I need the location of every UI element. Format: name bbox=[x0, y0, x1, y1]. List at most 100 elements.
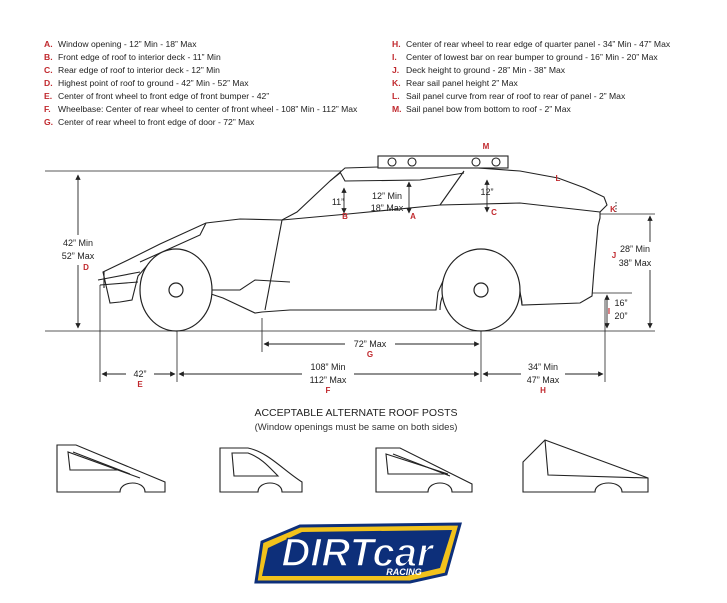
wing-hole bbox=[387, 157, 397, 167]
rear-hub bbox=[473, 282, 489, 298]
legend-row-k: K. Rear sail panel height 2” Max bbox=[392, 77, 722, 90]
key-e: E bbox=[137, 380, 143, 389]
label-bg-i bbox=[612, 297, 634, 323]
legend-letter: F. bbox=[44, 104, 51, 114]
legend-row-h: H. Center of rear wheel to rear edge of q… bbox=[392, 38, 722, 51]
spec-legend-right: H. Center of rear wheel to rear edge of q… bbox=[392, 38, 722, 116]
dim-d-max: 52” Max bbox=[62, 251, 95, 261]
key-d: D bbox=[83, 263, 89, 272]
legend-row-f: F. Wheelbase: Center of rear wheel to cen… bbox=[44, 103, 374, 116]
legend-row-b: B. Front edge of roof to interior deck - … bbox=[44, 51, 374, 64]
legend-row-i: I.Center of lowest bar on rear bumper to… bbox=[392, 51, 722, 64]
door-line bbox=[264, 219, 283, 311]
dim-j-min: 28” Min bbox=[620, 244, 650, 254]
legend-row-c: C. Rear edge of roof to interior deck - 1… bbox=[44, 64, 374, 77]
dim-e-value: 42” bbox=[133, 369, 146, 379]
legend-text: Sail panel curve from rear of roof to re… bbox=[406, 91, 626, 101]
window-post bbox=[439, 170, 465, 206]
legend-text: Rear sail panel height 2” Max bbox=[406, 78, 518, 88]
logo-badge-inner bbox=[262, 530, 452, 576]
roof-post-shape bbox=[522, 439, 649, 493]
logo-wordmark: DIRTcar bbox=[281, 531, 435, 575]
wing-hole bbox=[471, 157, 481, 167]
dim-c-value: 12” bbox=[480, 187, 493, 197]
legend-text: Front edge of roof to interior deck - 11… bbox=[58, 52, 221, 62]
dim-g-value: 72” Max bbox=[354, 339, 387, 349]
alternate-roof-post-4 bbox=[522, 439, 649, 493]
alternate-posts-title: ACCEPTABLE ALTERNATE ROOF POSTS bbox=[254, 407, 457, 419]
wing-plate bbox=[377, 155, 509, 169]
key-l: L bbox=[556, 174, 561, 183]
key-c: C bbox=[491, 208, 497, 217]
dim-h-max: 47” Max bbox=[527, 375, 560, 385]
legend-row-a: A. Window opening - 12” Min - 18” Max bbox=[44, 38, 374, 51]
legend-letter: B. bbox=[44, 52, 53, 62]
legend-text: Sail panel bow from bottom to roof - 2” … bbox=[406, 104, 571, 114]
dim-j-max: 38” Max bbox=[619, 258, 652, 268]
dim-a-max: 18” Max bbox=[371, 203, 404, 213]
legend-letter: E. bbox=[44, 91, 53, 101]
legend-letter: H. bbox=[392, 39, 401, 49]
legend-row-m: M. Sail panel bow from bottom to roof - 2… bbox=[392, 103, 722, 116]
side-crease bbox=[212, 279, 291, 291]
wing-hole bbox=[407, 157, 417, 167]
roof-post-bar bbox=[392, 453, 451, 477]
front-bumper bbox=[97, 271, 141, 288]
key-k: K bbox=[610, 205, 616, 214]
roof-wing bbox=[377, 155, 509, 169]
front-hub bbox=[168, 282, 184, 298]
roof-edge bbox=[339, 171, 465, 182]
legend-letter: M. bbox=[392, 104, 402, 114]
label-bg-j bbox=[614, 242, 654, 270]
front-wheel bbox=[139, 248, 213, 332]
legend-text: Wheelbase: Center of rear wheel to cente… bbox=[58, 104, 358, 114]
key-i: I bbox=[608, 307, 610, 316]
legend-row-e: E.Center of front wheel to front edge of… bbox=[44, 90, 374, 103]
key-j: J bbox=[612, 251, 616, 260]
label-bg-g bbox=[345, 337, 395, 350]
legend-text: Center of rear wheel to rear edge of qua… bbox=[406, 39, 671, 49]
legend-letter: D. bbox=[44, 78, 53, 88]
key-h: H bbox=[540, 386, 546, 395]
alternate-roof-post-2 bbox=[219, 447, 303, 493]
label-bg-h bbox=[521, 359, 565, 387]
legend-letter: A. bbox=[44, 39, 53, 49]
legend-letter: K. bbox=[392, 78, 401, 88]
legend-letter: J. bbox=[392, 65, 400, 75]
dim-i-min: 16” bbox=[614, 298, 627, 308]
legend-row-l: L.Sail panel curve from rear of roof to … bbox=[392, 90, 722, 103]
roof-post-window bbox=[231, 452, 280, 477]
alternate-roof-post-3 bbox=[375, 447, 473, 493]
dim-f-min: 108” Min bbox=[310, 362, 345, 372]
label-bg-d bbox=[58, 235, 98, 265]
roof-post-bar bbox=[72, 451, 131, 475]
key-a: A bbox=[410, 212, 416, 221]
label-bg-f bbox=[302, 359, 354, 387]
dim-h-min: 34” Min bbox=[528, 362, 558, 372]
key-m: M bbox=[483, 142, 490, 151]
key-f: F bbox=[326, 386, 331, 395]
dim-b-value: 11” bbox=[332, 197, 344, 207]
legend-text: Window opening - 12” Min - 18” Max bbox=[58, 39, 197, 49]
dirtcar-racing-logo: DIRTcar RACING bbox=[254, 522, 462, 584]
key-g: G bbox=[367, 350, 373, 359]
dim-a-min: 12” Min bbox=[372, 191, 402, 201]
label-bg-e bbox=[126, 367, 154, 380]
roof-post-edge bbox=[544, 439, 649, 479]
spec-legend-left: A. Window opening - 12” Min - 18” Max B. F… bbox=[44, 38, 374, 129]
legend-letter: C. bbox=[44, 65, 53, 75]
rear-wheel bbox=[441, 248, 521, 332]
alternate-posts-subtitle: (Window openings must be same on both si… bbox=[255, 422, 458, 433]
legend-text: Deck height to ground - 28” Min - 38” Ma… bbox=[406, 65, 566, 75]
wing-hole bbox=[491, 157, 501, 167]
legend-row-j: J. Deck height to ground - 28” Min - 38” … bbox=[392, 64, 722, 77]
legend-text: Center of rear wheel to front edge of do… bbox=[58, 117, 255, 127]
legend-row-d: D.Highest point of roof to ground - 42” … bbox=[44, 77, 374, 90]
key-b: B bbox=[342, 212, 348, 221]
dim-d-min: 42” Min bbox=[63, 238, 93, 248]
legend-letter: I. bbox=[392, 52, 397, 62]
legend-text: Rear edge of roof to interior deck - 12”… bbox=[58, 65, 220, 75]
modified-car-side-view bbox=[97, 166, 608, 314]
dim-i-max: 20” bbox=[614, 311, 627, 321]
